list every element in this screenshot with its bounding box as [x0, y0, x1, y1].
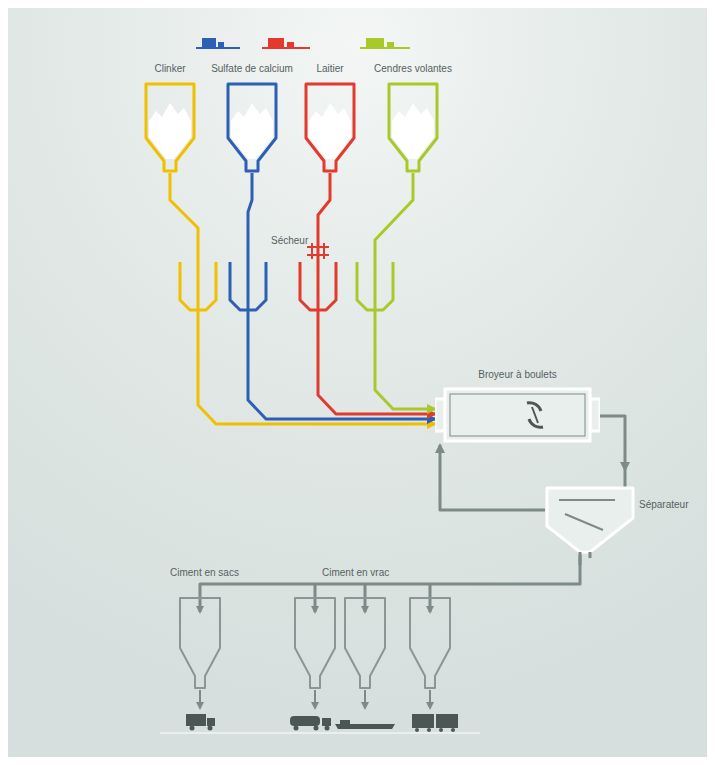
node-label: Cendres volantes	[372, 62, 454, 75]
material-flow	[248, 173, 435, 419]
hopper-shape	[140, 81, 200, 173]
product-label: Ciment en sacs	[170, 566, 239, 579]
ground-line	[160, 732, 480, 734]
hopper-shape	[300, 81, 360, 173]
node-label: Sulfate de calcium	[209, 62, 295, 75]
dosing-hoppers	[180, 262, 393, 310]
hopper-outline	[228, 84, 276, 171]
background-panel	[8, 8, 707, 757]
material-flow	[375, 173, 435, 409]
material-flow	[600, 416, 625, 470]
storage-hopper: Clinker	[138, 62, 202, 173]
node-label: Laitier	[298, 62, 362, 75]
cement-silos	[180, 598, 450, 688]
delivery-trucks	[196, 38, 410, 49]
node-label: Broyeur à boulets	[435, 368, 600, 381]
node-label: Clinker	[138, 62, 202, 75]
material-flow	[170, 173, 435, 424]
material-flow	[318, 173, 435, 414]
hopper-outline	[389, 84, 437, 171]
hopper-outline	[146, 84, 194, 171]
hopper-outline	[306, 84, 354, 171]
equipment-label: Sécheur	[271, 234, 308, 247]
hopper-shape	[222, 81, 282, 173]
storage-hopper: Cendres volantes	[372, 62, 454, 173]
ball-mill: Broyeur à boulets	[435, 368, 600, 445]
material-flow	[440, 445, 545, 510]
hopper-shape	[383, 81, 443, 173]
storage-hopper: Laitier	[298, 62, 362, 173]
output-piping	[200, 555, 580, 612]
vehicles	[186, 714, 458, 732]
separator-shape	[545, 470, 695, 565]
node-label: Séparateur	[639, 470, 695, 511]
loading-arrows	[200, 690, 430, 708]
product-label: Ciment en vrac	[322, 566, 389, 579]
mill-shape	[435, 385, 600, 445]
separator: Séparateur	[545, 470, 695, 565]
storage-hopper: Sulfate de calcium	[209, 62, 295, 173]
